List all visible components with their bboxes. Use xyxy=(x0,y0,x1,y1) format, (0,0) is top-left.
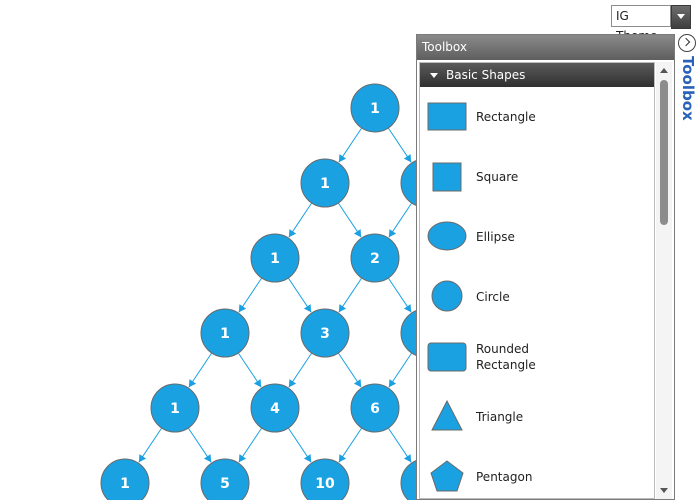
collapse-triangle-icon[interactable] xyxy=(430,73,438,78)
theme-selector[interactable]: IG Theme xyxy=(611,5,691,43)
toolbox-item-pentagon[interactable]: Pentagon xyxy=(420,447,654,498)
node-circle[interactable] xyxy=(200,458,250,500)
arrowhead-icon xyxy=(203,454,212,463)
toolbox-item-ellipse[interactable]: Ellipse xyxy=(420,207,654,267)
arrowhead-icon xyxy=(353,379,362,388)
diagram-node[interactable]: 1 xyxy=(150,383,200,433)
shape-label: Square xyxy=(476,170,519,184)
toolbox-item-rounded-rectangle[interactable]: Rounded Rectangle xyxy=(420,327,654,387)
toolbox-content: Basic Shapes Rectangle Square Ellipse Ci xyxy=(419,62,655,499)
arrowhead-icon xyxy=(388,229,397,238)
diagram-node[interactable]: 1 xyxy=(250,233,300,283)
diagram-node[interactable]: 2 xyxy=(350,233,400,283)
arrowhead-icon xyxy=(288,379,297,388)
diagram-node[interactable]: 1 xyxy=(350,83,400,133)
scroll-up-icon[interactable] xyxy=(660,68,668,73)
node-label: 1 xyxy=(120,476,130,492)
node-circle[interactable] xyxy=(250,383,300,433)
arrowhead-icon xyxy=(353,229,362,238)
node-label: 4 xyxy=(270,401,280,417)
node-label: 1 xyxy=(170,401,180,417)
toolbox-item-square[interactable]: Square xyxy=(420,147,654,207)
arrowhead-icon xyxy=(238,304,247,313)
collapse-toolbox-icon[interactable] xyxy=(678,34,696,52)
node-circle[interactable] xyxy=(300,158,350,208)
node-circle[interactable] xyxy=(350,83,400,133)
arrowhead-icon xyxy=(253,379,262,388)
square-icon xyxy=(432,162,462,192)
ellipse-icon xyxy=(427,221,467,251)
node-circle[interactable] xyxy=(350,233,400,283)
diagram-node[interactable]: 1 xyxy=(100,458,150,500)
node-label: 1 xyxy=(270,251,280,267)
theme-select-value[interactable]: IG Theme xyxy=(611,5,672,43)
shape-label: Circle xyxy=(476,290,510,304)
toolbox-scrollbar[interactable] xyxy=(656,62,672,499)
diagram-node[interactable]: 10 xyxy=(300,458,350,500)
node-circle[interactable] xyxy=(200,308,250,358)
arrowhead-icon xyxy=(238,454,247,463)
scroll-down-icon[interactable] xyxy=(660,488,668,493)
node-label: 1 xyxy=(320,176,330,192)
node-label: 2 xyxy=(370,251,380,267)
node-label: 1 xyxy=(220,326,230,342)
toolbox-vertical-label[interactable]: Toolbox xyxy=(679,56,697,121)
theme-dropdown-button[interactable] xyxy=(671,5,691,29)
arrowhead-icon xyxy=(403,304,412,313)
rectangle-icon xyxy=(427,102,467,131)
diagram-node[interactable]: 5 xyxy=(200,458,250,500)
rounded-rectangle-icon xyxy=(427,342,467,372)
node-circle[interactable] xyxy=(300,308,350,358)
category-label: Basic Shapes xyxy=(446,68,526,82)
arrowhead-icon xyxy=(403,454,412,463)
node-circle[interactable] xyxy=(250,233,300,283)
toolbox-item-rectangle[interactable]: Rectangle xyxy=(420,87,654,147)
diagram-node[interactable]: 1 xyxy=(200,308,250,358)
node-label: 10 xyxy=(315,476,335,492)
arrowhead-icon xyxy=(303,304,312,313)
arrowhead-icon xyxy=(403,154,412,163)
shape-label: Rectangle xyxy=(476,110,536,124)
toolbox-item-triangle[interactable]: Triangle xyxy=(420,387,654,447)
toolbox-item-circle[interactable]: Circle xyxy=(420,267,654,327)
node-circle[interactable] xyxy=(100,458,150,500)
diagram-node[interactable]: 1 xyxy=(300,158,350,208)
node-circle[interactable] xyxy=(150,383,200,433)
arrowhead-icon xyxy=(388,379,397,388)
category-basic-shapes[interactable]: Basic Shapes xyxy=(420,63,654,87)
toolbox-title: Toolbox xyxy=(417,35,674,60)
arrowhead-icon xyxy=(338,154,347,163)
node-label: 6 xyxy=(370,401,380,417)
node-label: 1 xyxy=(370,101,380,117)
triangle-icon xyxy=(431,399,463,431)
arrowhead-icon xyxy=(338,454,347,463)
diagram-node[interactable]: 3 xyxy=(300,308,350,358)
scroll-thumb[interactable] xyxy=(660,80,668,225)
pentagon-icon xyxy=(430,460,464,492)
circle-icon xyxy=(431,280,463,312)
node-label: 5 xyxy=(220,476,230,492)
shape-label: Rounded Rectangle xyxy=(476,342,536,372)
arrowhead-icon xyxy=(338,304,347,313)
arrowhead-icon xyxy=(188,379,197,388)
node-circle[interactable] xyxy=(350,383,400,433)
arrowhead-icon xyxy=(288,229,297,238)
shape-label: Ellipse xyxy=(476,230,515,244)
node-label: 3 xyxy=(320,326,330,342)
arrowhead-icon xyxy=(303,454,312,463)
diagram-node[interactable]: 6 xyxy=(350,383,400,433)
shape-label: Pentagon xyxy=(476,470,533,484)
node-circle[interactable] xyxy=(300,458,350,500)
toolbox-panel: Toolbox Basic Shapes Rectangle Square El… xyxy=(416,34,675,500)
arrowhead-icon xyxy=(138,454,147,463)
shape-label: Triangle xyxy=(476,410,524,424)
diagram-node[interactable]: 4 xyxy=(250,383,300,433)
